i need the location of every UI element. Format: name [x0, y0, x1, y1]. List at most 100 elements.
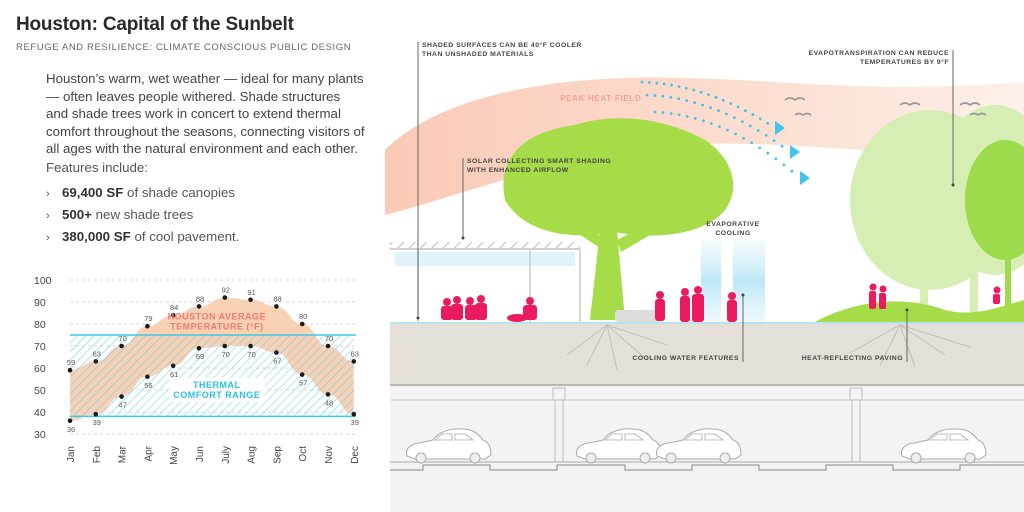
x-tick-label: Jan	[66, 446, 77, 462]
right-tree	[965, 140, 1024, 310]
evapotranspiration-label: EVAPOTRANSPIRATION CAN REDUCE	[809, 50, 949, 57]
chevron-right-icon: ›	[46, 232, 50, 244]
airflow-dot	[707, 93, 710, 97]
airflow-dot	[653, 94, 657, 97]
paving-label: HEAT-REFLECTING PAVING	[802, 355, 903, 362]
airflow-dot	[677, 85, 681, 88]
low-point	[248, 343, 253, 349]
high-point-label: 70	[118, 334, 126, 343]
high-point-label: 88	[196, 294, 204, 303]
airflow-dot	[726, 128, 729, 132]
feature-text: new shade trees	[91, 207, 194, 222]
airflow-dot	[750, 141, 754, 145]
x-tick-label: Sep	[272, 446, 283, 464]
water-jet	[701, 240, 721, 322]
high-point-label: 92	[222, 286, 230, 295]
airflow-dot	[670, 83, 673, 87]
y-tick-label: 100	[34, 275, 52, 287]
airflow-dot	[780, 144, 784, 148]
x-tick-label: Nov	[324, 446, 335, 464]
airflow-dot	[669, 95, 673, 99]
high-point-label: 91	[247, 288, 255, 297]
airflow-dot	[653, 110, 657, 114]
airflow-dot	[790, 169, 794, 173]
airflow-dot	[647, 80, 651, 84]
low-point	[299, 372, 305, 377]
water-basin	[615, 310, 663, 322]
airflow-dot	[661, 94, 665, 98]
airflow-dot	[692, 88, 696, 92]
chevron-right-icon: ›	[46, 210, 50, 222]
car-icon	[901, 428, 987, 464]
low-point-label: 36	[67, 425, 75, 434]
low-point	[170, 363, 176, 369]
airflow-dot	[744, 109, 747, 113]
feature-value: 500+	[62, 207, 92, 222]
airflow-dot	[693, 101, 697, 104]
shade-tree	[503, 118, 734, 320]
y-tick-label: 80	[34, 319, 46, 331]
airflow-dot	[701, 103, 705, 107]
grass-hill	[815, 300, 1024, 324]
low-point	[274, 350, 279, 355]
airflow-arrowhead	[800, 171, 810, 185]
y-tick-label: 70	[34, 341, 46, 353]
comfort-label-bg	[168, 377, 265, 402]
page-title: Houston: Capital of the Sunbelt	[16, 14, 294, 35]
x-tick-label: Apr	[143, 445, 154, 461]
low-point-label: 67	[273, 357, 281, 366]
airflow-arrows	[640, 80, 810, 185]
airflow-dot	[655, 81, 659, 85]
feature-value: 380,000 SF	[62, 229, 131, 244]
temperature-band	[70, 297, 354, 421]
x-tick-label: Jun	[195, 446, 206, 462]
airflow-dot	[669, 112, 673, 115]
airflow-dot	[718, 125, 721, 129]
high-point	[248, 297, 253, 303]
high-point	[222, 295, 228, 300]
airflow-dot	[742, 136, 746, 140]
airflow-dot	[684, 86, 688, 90]
airflow-dot	[758, 117, 762, 121]
high-point	[299, 321, 305, 327]
low-point-label: 61	[170, 370, 178, 379]
airflow-dot	[677, 113, 681, 117]
airflow-dot	[721, 98, 725, 102]
low-point-label: 57	[299, 379, 307, 388]
feature-item: ›69,400 SF of shade canopies	[46, 182, 239, 204]
low-point	[351, 411, 357, 417]
airflow-dot	[751, 113, 755, 116]
x-tick-label: Mar	[118, 445, 129, 463]
peak-heat-label: PEAK HEAT FIELD	[560, 94, 641, 103]
feature-item: › 500+ new shade trees	[46, 204, 239, 226]
airflow-dot	[766, 151, 770, 155]
shaded-surfaces-label: SHADED SURFACES CAN BE 40°F COOLER	[422, 41, 582, 49]
low-point	[325, 392, 331, 397]
high-point	[119, 343, 124, 349]
people-silhouettes	[441, 283, 1001, 322]
airflow-dot	[693, 117, 697, 120]
low-point-label: 39	[351, 418, 359, 427]
parking-curb	[390, 464, 1024, 471]
airflow-dot	[732, 116, 736, 120]
airflow-dot	[640, 80, 644, 84]
cars	[406, 428, 987, 464]
band-label-line2: TEMPERATURE (°F)	[170, 322, 263, 332]
feature-value: 69,400 SF	[62, 185, 124, 200]
high-point-label: 70	[325, 334, 333, 343]
x-tick-label: Feb	[92, 446, 103, 464]
evaporative-cooling-label: EVAPORATIVE	[706, 221, 759, 228]
comfort-label-line2: COMFORT RANGE	[173, 390, 260, 400]
park-section-illustration: PEAK HEAT FIELD	[385, 41, 1024, 512]
page-subtitle: REFUGE AND RESILIENCE: CLIMATE CONSCIOUS…	[16, 42, 352, 53]
airflow-dot	[645, 93, 649, 97]
feature-item: ›380,000 SF of cool pavement.	[46, 226, 239, 248]
high-point-label: 88	[273, 294, 281, 303]
low-point	[145, 374, 150, 380]
high-point-label: 79	[144, 314, 152, 323]
y-tick-label: 50	[34, 385, 46, 397]
water-features-label: COOLING WATER FEATURES	[632, 355, 739, 362]
